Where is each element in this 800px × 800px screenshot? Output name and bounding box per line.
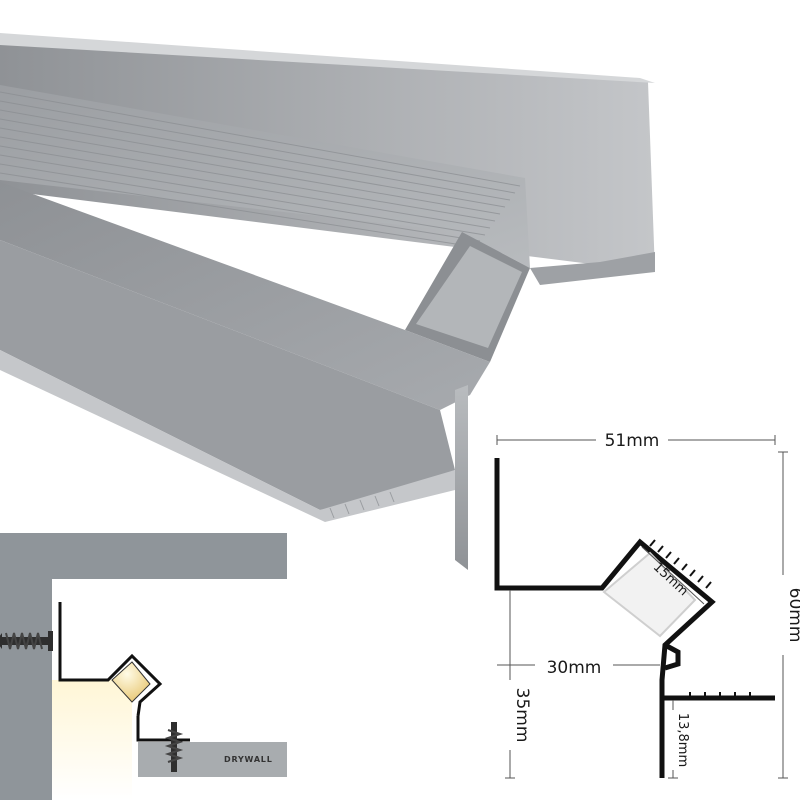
flange-serrations [329,491,395,519]
inset-light-glow [52,680,132,800]
dimension-lower-height: 35mm [512,688,532,743]
profile-ribbed-face [0,85,530,268]
drywall-screw-icon [164,722,184,772]
inset-wall [0,533,52,800]
section-diffuser [602,551,697,638]
profile-rear-flange [530,252,655,285]
section-fins [649,539,751,698]
section-profile [494,458,775,778]
dimension-total-width: 51mm [605,431,660,451]
wall-screw-icon [0,631,53,651]
installation-inset: DRYWALL [0,533,287,800]
profile-lower-slope [0,240,455,510]
dimension-offset-width: 30mm [547,658,602,678]
heat-sink-ribs [0,91,521,248]
dimension-drawing: 51mm 60mm 30mm 35mm 15mm 13,8mm [494,427,800,779]
dimension-total-height: 60mm [785,588,800,643]
diffuser-channel-inner [416,246,522,348]
inset-led-strip [111,661,151,703]
profile-vertical-fin [455,385,468,570]
inset-drywall [138,742,287,777]
dimension-step-height: 13,8mm [675,713,690,767]
profile-lower-body [0,182,490,410]
profile-3d-render [0,33,655,570]
drywall-label: DRYWALL [224,755,273,764]
profile-top-lip [0,33,655,83]
